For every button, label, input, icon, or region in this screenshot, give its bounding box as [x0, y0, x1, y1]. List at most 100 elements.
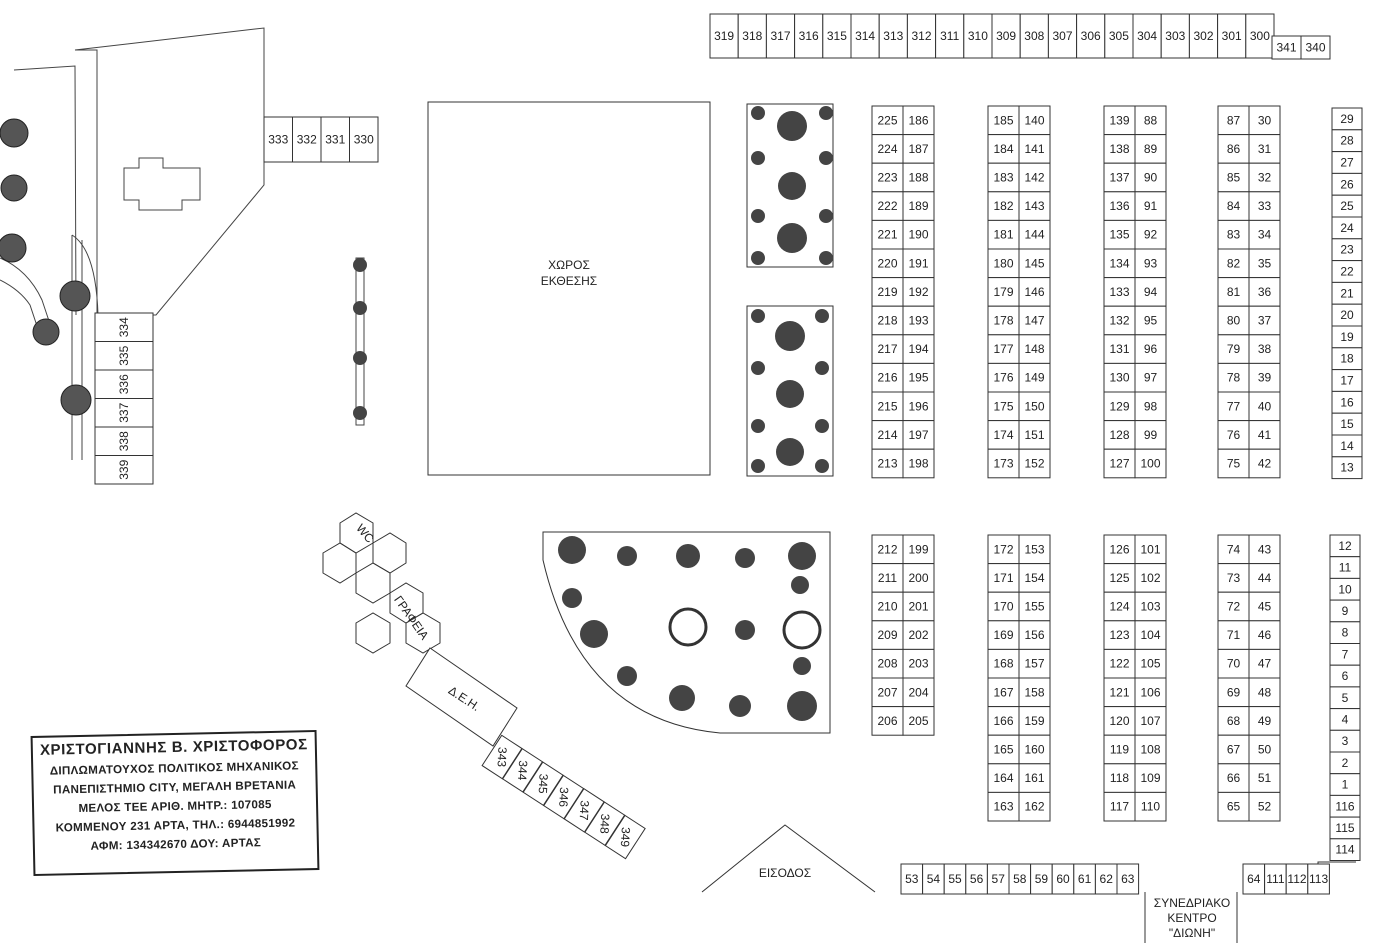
- stall-99: 99: [1134, 420, 1167, 450]
- stall-number: 5: [1342, 691, 1349, 705]
- stall-number: 171: [993, 571, 1013, 585]
- stall-number: 72: [1227, 600, 1241, 614]
- stall-number: 42: [1258, 457, 1272, 471]
- stall-209: 209: [871, 620, 904, 650]
- stall-151: 151: [1018, 420, 1051, 450]
- stall-number: 3: [1342, 734, 1349, 748]
- stall-181: 181: [987, 219, 1020, 250]
- stall-43: 43: [1248, 534, 1281, 565]
- stall-317: 317: [765, 13, 796, 59]
- tree-icon: [729, 695, 751, 717]
- stall-50: 50: [1248, 734, 1281, 765]
- stall-number: 159: [1024, 714, 1044, 728]
- stall-number: 219: [877, 285, 897, 299]
- stamp-line: ΠΑΝΕΠΙΣΤΗΜΙΟ CITY, ΜΕΓΑΛΗ ΒΡΕΤΑΝΙΑ: [53, 778, 297, 797]
- stall-number: 24: [1340, 221, 1354, 235]
- stall-68: 68: [1217, 706, 1250, 736]
- stall-6: 6: [1329, 664, 1361, 688]
- stall-83: 83: [1217, 219, 1250, 250]
- stall-81: 81: [1217, 277, 1250, 307]
- stall-162: 162: [1018, 791, 1051, 822]
- stall-69: 69: [1217, 677, 1250, 708]
- stall-number: 131: [1109, 342, 1129, 356]
- stall-number: 199: [908, 542, 928, 556]
- stall-number: 12: [1338, 539, 1352, 553]
- hex-building: WC ΓΡΑΦΕΙΑ: [322, 512, 441, 654]
- tree-strip: [353, 257, 367, 426]
- stall-number: 174: [993, 428, 1013, 442]
- stall-number: 82: [1227, 256, 1241, 270]
- hex-cell: [372, 532, 407, 574]
- stall-337: 337: [94, 398, 154, 428]
- stall-number: 207: [877, 685, 897, 699]
- tree-icon: [0, 174, 28, 202]
- stall-9: 9: [1329, 599, 1361, 623]
- garden: [542, 531, 831, 734]
- stall-104: 104: [1134, 620, 1167, 650]
- stall-number: 130: [1109, 371, 1129, 385]
- stall-331: 331: [320, 116, 350, 163]
- stall-number: 120: [1109, 714, 1129, 728]
- stall-102: 102: [1134, 563, 1167, 593]
- stall-94: 94: [1134, 277, 1167, 307]
- stall-number: 319: [714, 29, 734, 43]
- tree-icon: [617, 666, 637, 686]
- stall-number: 306: [1081, 29, 1101, 43]
- stall-number: 203: [908, 657, 928, 671]
- stall-204: 204: [902, 677, 935, 708]
- stall-38: 38: [1248, 334, 1281, 364]
- stall-98: 98: [1134, 391, 1167, 422]
- stall-number: 197: [908, 428, 928, 442]
- stall-164: 164: [987, 763, 1020, 793]
- stall-number: 95: [1144, 314, 1158, 328]
- stall-46: 46: [1248, 620, 1281, 650]
- stall-125: 125: [1103, 563, 1136, 593]
- tree-icon: [776, 380, 804, 408]
- stall-number: 36: [1258, 285, 1272, 299]
- stall-174: 174: [987, 420, 1020, 450]
- stall-number: 23: [1340, 243, 1354, 257]
- stall-number: 87: [1227, 113, 1241, 127]
- tree-icon: [59, 280, 91, 312]
- stall-number: 54: [927, 872, 941, 886]
- building-cross-outline: [123, 157, 201, 211]
- stall-172: 172: [987, 534, 1020, 565]
- exhibition-label-2: ΕΚΘΕΣΗΣ: [541, 274, 597, 288]
- stall-156: 156: [1018, 620, 1051, 650]
- stall-number: 17: [1340, 374, 1354, 388]
- stall-32: 32: [1248, 162, 1281, 193]
- stall-217: 217: [871, 334, 904, 364]
- stall-195: 195: [902, 362, 935, 393]
- stall-number: 166: [993, 714, 1013, 728]
- stall-73: 73: [1217, 563, 1250, 593]
- stall-110: 110: [1134, 791, 1167, 822]
- tree-icon: [353, 258, 367, 272]
- stall-159: 159: [1018, 706, 1051, 736]
- tree-icon: [819, 151, 833, 165]
- stall-number: 14: [1340, 439, 1354, 453]
- stall-number: 312: [911, 29, 931, 43]
- stall-number: 205: [908, 714, 928, 728]
- stall-number: 19: [1340, 330, 1354, 344]
- tree-icon: [751, 106, 765, 120]
- stall-number: 123: [1109, 628, 1129, 642]
- stall-140: 140: [1018, 105, 1051, 136]
- stall-number: 144: [1024, 228, 1044, 242]
- entrance: ΕΙΣΟΔΟΣ: [701, 824, 876, 893]
- stall-number: 150: [1024, 399, 1044, 413]
- stall-63: 63: [1116, 863, 1140, 895]
- stall-183: 183: [987, 162, 1020, 193]
- tree-icon: [751, 419, 765, 433]
- stall-154: 154: [1018, 563, 1051, 593]
- stall-214: 214: [871, 420, 904, 450]
- stall-119: 119: [1103, 734, 1136, 765]
- stall-number: 196: [908, 399, 928, 413]
- stall-66: 66: [1217, 763, 1250, 793]
- stall-number: 302: [1193, 29, 1213, 43]
- stall-number: 20: [1340, 308, 1354, 322]
- stamp-line: ΔΙΠΛΩΜΑΤΟΥΧΟΣ ΠΟΛΙΤΙΚΟΣ ΜΗΧΑΝΙΚΟΣ: [49, 759, 299, 778]
- stall-349: 349: [604, 814, 646, 860]
- tree-icon: [735, 548, 755, 568]
- stall-133: 133: [1103, 277, 1136, 307]
- stall-number: 83: [1227, 228, 1241, 242]
